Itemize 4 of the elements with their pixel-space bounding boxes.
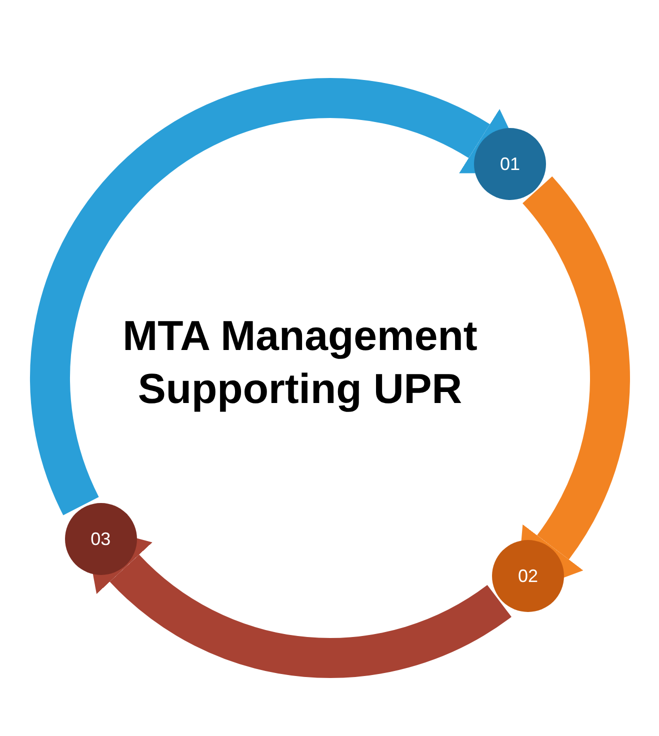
number-badge: 01 [474,128,546,200]
number-badge: 03 [64,502,137,575]
title: MTA Management Supporting UPR [122,311,478,414]
number-badge: 02 [492,540,564,612]
